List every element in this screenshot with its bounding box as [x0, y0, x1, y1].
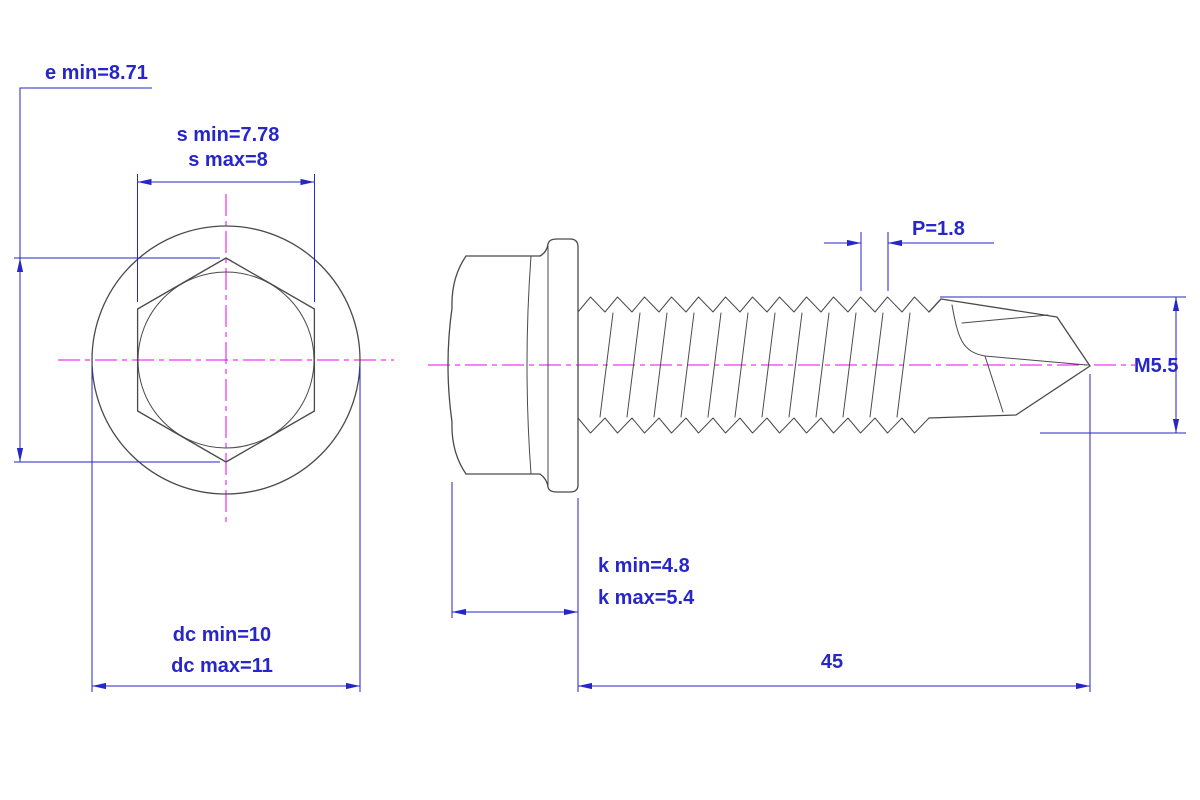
dimension-dc-max-label: dc max=11 [171, 655, 273, 677]
drill-point-top-edge [928, 298, 1091, 367]
head-inscribed-circle [137, 271, 315, 449]
thread-helix-lines [599, 312, 911, 418]
dimension-thread: M5.5 [940, 296, 1186, 434]
dimension-s: s min=7.78 s max=8 [137, 124, 315, 302]
dimension-s-max-label: s max=8 [188, 149, 268, 171]
dimensions: e min=8.71 s min=7.78 s max=8 dc min=10 … [14, 62, 1186, 692]
drill-flute-trailing-edge [984, 355, 1004, 413]
hex-head-outline [136, 257, 316, 463]
drill-flute-cutting-edge [951, 304, 1088, 366]
dimension-k-max-label: k max=5.4 [598, 587, 695, 609]
dimension-k-min-label: k min=4.8 [598, 555, 690, 577]
head-left-edge [447, 255, 467, 475]
head-facet-line [526, 255, 532, 475]
dimension-k: k min=4.8 k max=5.4 [451, 482, 695, 618]
dimension-length: 45 [577, 374, 1091, 692]
dimension-p-label: P=1.8 [912, 218, 965, 240]
dimension-dc: dc min=10 dc max=11 [91, 366, 361, 692]
drill-point-land-line [961, 314, 1049, 324]
dimension-thread-label: M5.5 [1134, 355, 1178, 377]
dimension-length-label: 45 [821, 651, 843, 673]
dimension-p: P=1.8 [824, 218, 994, 291]
end-view [58, 194, 394, 526]
dimension-e-leader [19, 87, 152, 258]
thread-top-profile [577, 296, 930, 313]
flange-outer-circle [91, 225, 361, 495]
drill-point-bottom-edge [928, 365, 1091, 419]
flange-outline [539, 238, 579, 493]
side-view [428, 238, 1135, 493]
dimension-s-min-label: s min=7.78 [177, 124, 280, 146]
thread-bottom-profile [577, 417, 930, 434]
dimension-dc-min-label: dc min=10 [173, 624, 271, 646]
dimension-e-label: e min=8.71 [45, 62, 148, 84]
dimension-e: e min=8.71 [14, 62, 220, 463]
